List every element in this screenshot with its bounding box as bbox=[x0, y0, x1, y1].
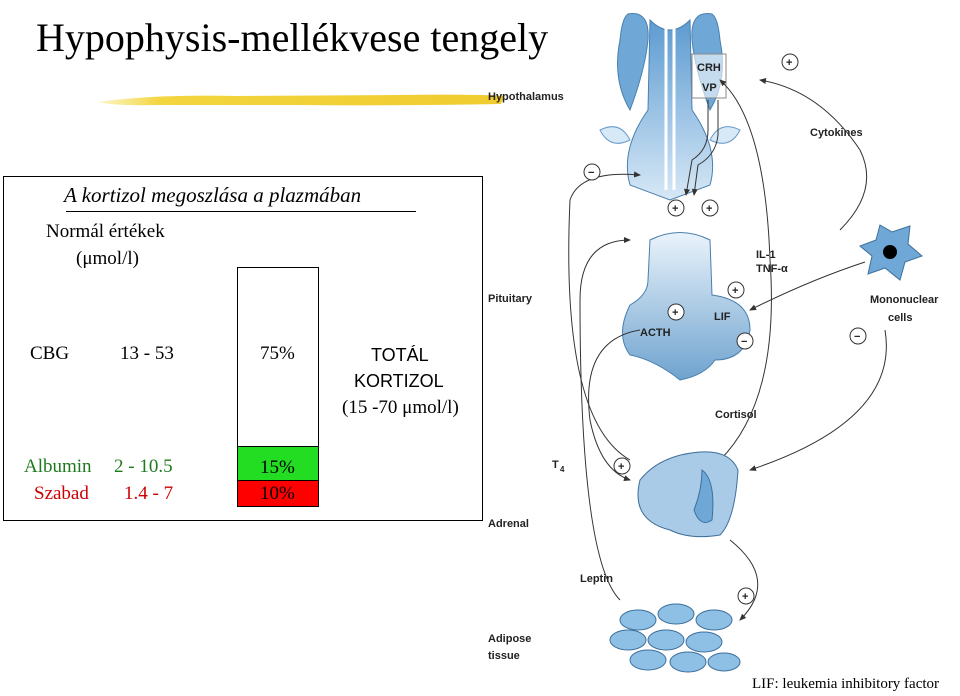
row-name-szabad: Szabad bbox=[34, 483, 89, 504]
t4-subscript: 4 bbox=[560, 465, 565, 474]
cytokines-label: Cytokines bbox=[810, 127, 863, 139]
hypothalamus-left-lobe bbox=[617, 13, 649, 112]
tnf-label: TNF-α bbox=[756, 263, 788, 275]
plus-sign: + bbox=[732, 285, 738, 297]
bar-label-cbg: 75% bbox=[260, 343, 295, 364]
total-label-line1: TOTÁL bbox=[371, 345, 429, 365]
row-range-cbg: 13 - 53 bbox=[120, 343, 174, 364]
hpa-axis-diagram: CRH VP Hypothalamus + + + Pituitary ACTH… bbox=[488, 13, 939, 673]
adipose-label-line2: tissue bbox=[488, 650, 520, 662]
panel-subtitle: A kortizol megoszlása a plazmában bbox=[64, 183, 362, 207]
subtitle-underline bbox=[66, 211, 416, 212]
bar-label-szabad: 10% bbox=[260, 483, 295, 504]
row-range-albumin: 2 - 10.5 bbox=[114, 456, 173, 477]
total-label-line3: (15 -70 μmol/l) bbox=[342, 397, 459, 418]
row-name-cbg: CBG bbox=[30, 343, 70, 364]
il1-label: IL-1 bbox=[756, 249, 776, 261]
row-range-szabad: 1.4 - 7 bbox=[124, 483, 174, 504]
mononuclear-label-line2: cells bbox=[888, 312, 912, 324]
minus-sign: − bbox=[588, 167, 594, 179]
lif-label: LIF bbox=[714, 311, 731, 323]
bar-label-albumin: 15% bbox=[260, 457, 295, 478]
plus-sign: + bbox=[742, 591, 748, 603]
cortisol-distribution-panel: A kortizol megoszlása a plazmában Normál… bbox=[3, 176, 483, 521]
total-label-line2: KORTIZOL bbox=[354, 371, 444, 391]
adrenal-gland bbox=[637, 451, 739, 538]
hypothalamus-stalk bbox=[626, 18, 714, 201]
mononuclear-label-line1: Mononuclear bbox=[870, 294, 939, 306]
minus-sign: − bbox=[854, 331, 860, 343]
cortisol-label: Cortisol bbox=[715, 409, 757, 421]
plus-sign: + bbox=[706, 203, 712, 215]
footnote: LIF: leukemia inhibitory factor bbox=[752, 676, 940, 692]
vp-label: VP bbox=[702, 82, 717, 94]
highlight-brush bbox=[98, 94, 504, 106]
minus-sign: − bbox=[741, 336, 747, 348]
plus-sign: + bbox=[618, 461, 624, 473]
bar-segment-cbg bbox=[237, 267, 319, 448]
pituitary-label: Pituitary bbox=[488, 293, 533, 305]
pituitary-gland bbox=[622, 232, 751, 381]
normal-values-unit: (μmol/l) bbox=[76, 248, 139, 269]
t4-label: T bbox=[552, 459, 559, 471]
crh-label: CRH bbox=[697, 62, 721, 74]
adipose-label-line1: Adipose bbox=[488, 633, 531, 645]
leptin-label: Leptin bbox=[580, 573, 613, 585]
page-title: Hypophysis-mellékvese tengely bbox=[36, 15, 549, 60]
hypothalamus-label: Hypothalamus bbox=[488, 91, 564, 103]
normal-values-header: Normál értékek bbox=[46, 221, 165, 242]
bar-segment-albumin bbox=[237, 446, 319, 482]
row-name-albumin: Albumin bbox=[24, 456, 92, 477]
acth-label: ACTH bbox=[640, 327, 671, 339]
adipose-cells bbox=[609, 603, 741, 673]
adrenal-label: Adrenal bbox=[488, 518, 529, 530]
plus-sign: + bbox=[786, 57, 792, 69]
bar-segment-szabad bbox=[237, 480, 319, 507]
plus-sign: + bbox=[672, 307, 678, 319]
plus-sign: + bbox=[672, 203, 678, 215]
